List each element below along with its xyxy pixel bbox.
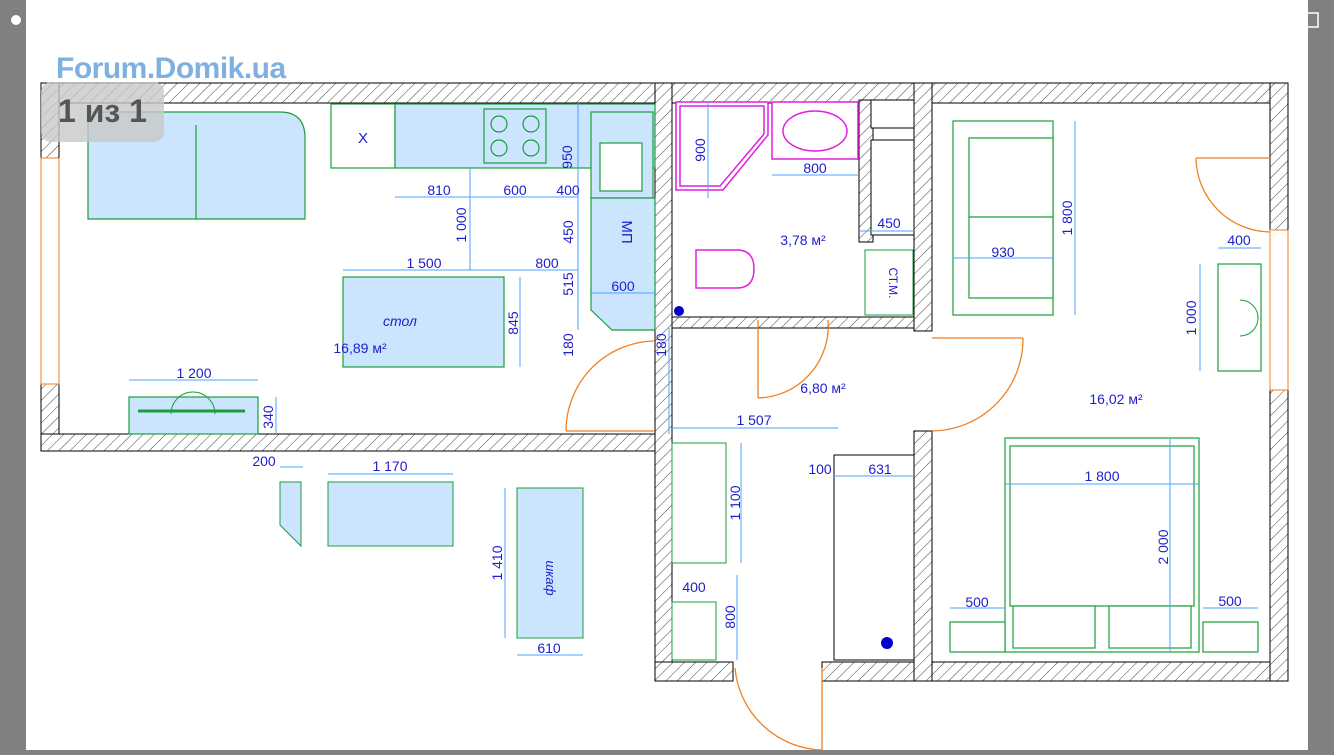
room-area-hall: 6,80 м² <box>800 380 846 396</box>
dim-1200: 1 200 <box>176 365 211 381</box>
dim-800c: 800 <box>722 605 738 629</box>
room-area-kitchen: 16,89 м² <box>333 340 387 356</box>
table-label: стол <box>383 313 417 329</box>
corridor-walls <box>833 454 915 661</box>
dim-600b: 600 <box>611 278 635 294</box>
room-area-bathroom: 3,78 м² <box>780 232 826 248</box>
dim-1000: 1 000 <box>453 207 469 242</box>
dim-600: 600 <box>503 182 527 198</box>
dim-180b: 180 <box>653 333 669 357</box>
dim-950: 950 <box>559 145 575 169</box>
dim-180: 180 <box>560 333 576 357</box>
tv-icon-2 <box>1239 299 1259 337</box>
dim-400b: 400 <box>682 579 706 595</box>
dim-400c: 400 <box>1227 232 1251 248</box>
doors <box>565 157 1271 751</box>
dim-631: 631 <box>868 461 892 477</box>
bedroom-furniture <box>949 120 1262 653</box>
dim-1410: 1 410 <box>489 545 505 580</box>
dim-450b: 450 <box>877 215 901 231</box>
bathroom-fixtures <box>675 101 859 289</box>
page-counter: 1 из 1 <box>41 82 164 142</box>
dim-1800: 1 800 <box>1059 200 1075 235</box>
dimension-lines <box>129 102 1261 660</box>
dim-900: 900 <box>692 138 708 162</box>
dim-1500: 1 500 <box>406 255 441 271</box>
dim-800: 800 <box>535 255 559 271</box>
dim-800b: 800 <box>803 160 827 176</box>
dim-400: 400 <box>556 182 580 198</box>
image-viewer-canvas: Х МП стол шкаф СТ.М. <box>26 0 1308 751</box>
floor-plan: Х МП стол шкаф СТ.М. <box>40 82 1289 751</box>
hall-furniture <box>279 481 584 639</box>
dim-450: 450 <box>560 220 576 244</box>
dim-515: 515 <box>560 272 576 296</box>
bathroom-cabinets <box>870 99 915 236</box>
windows <box>40 157 1289 391</box>
dim-1800b: 1 800 <box>1084 468 1119 484</box>
dim-1507: 1 507 <box>736 412 771 428</box>
dishwasher-label: МП <box>618 220 635 243</box>
riser-dot-1 <box>674 306 684 316</box>
dim-845: 845 <box>505 311 521 335</box>
dim-340: 340 <box>260 405 276 429</box>
dim-500: 500 <box>965 594 989 610</box>
corridor-furniture <box>671 442 727 661</box>
riser-dot-2 <box>881 637 893 649</box>
dim-930: 930 <box>991 244 1015 260</box>
dim-1170: 1 170 <box>372 458 407 474</box>
fridge-label: Х <box>358 130 368 147</box>
dim-100: 100 <box>808 461 832 477</box>
dim-1100: 1 100 <box>727 485 743 520</box>
tv-icon <box>170 391 216 415</box>
washing-machine <box>864 249 914 316</box>
dim-610: 610 <box>537 640 561 656</box>
dim-200: 200 <box>252 453 276 469</box>
washing-machine-label: СТ.М. <box>886 268 900 299</box>
window-dot <box>11 15 21 25</box>
wardrobe-label: шкаф <box>543 560 558 595</box>
dim-500b: 500 <box>1218 593 1242 609</box>
dim-2000: 2 000 <box>1155 529 1171 564</box>
forum-watermark: Forum.Domik.ua <box>56 52 286 85</box>
room-area-bedroom: 16,02 м² <box>1089 391 1143 407</box>
dim-810: 810 <box>427 182 451 198</box>
dim-1000b: 1 000 <box>1183 300 1199 335</box>
